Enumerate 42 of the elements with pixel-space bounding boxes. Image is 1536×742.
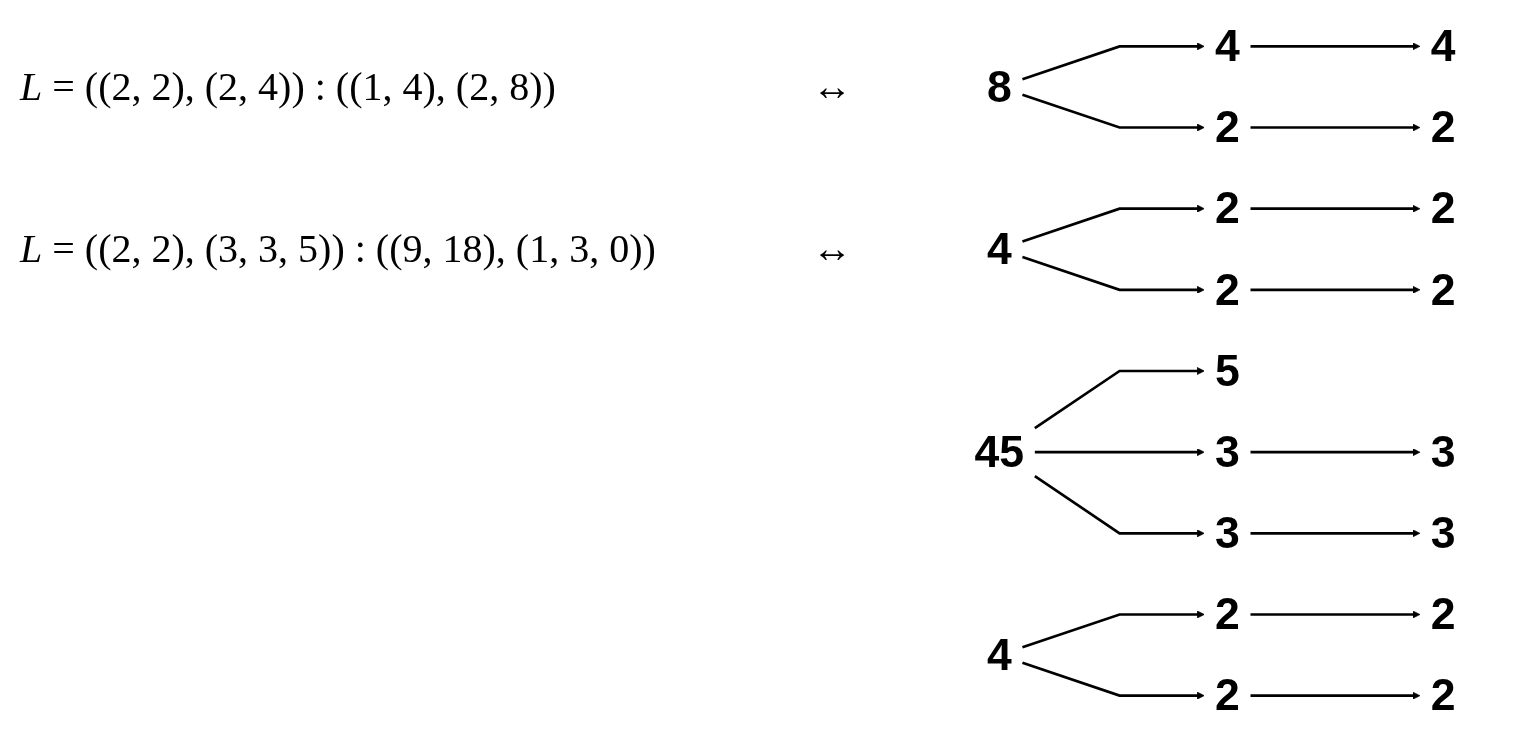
- arrow: [1022, 661, 1205, 700]
- node-text: 3: [1430, 507, 1456, 558]
- node-text: 2: [1430, 102, 1456, 153]
- node-text: 5: [1215, 345, 1240, 396]
- arrow: [1250, 529, 1421, 538]
- node-text: 2: [1215, 264, 1240, 315]
- node-text: 8: [986, 61, 1012, 112]
- node-text: 2: [1430, 264, 1456, 315]
- arrow: [1022, 204, 1205, 243]
- formula-text: L = ((2, 2), (3, 3, 5)) : ((9, 18), (1, 3, 0)): [20, 227, 656, 271]
- node-text: 2: [1215, 589, 1240, 639]
- node-text: 2: [1430, 589, 1456, 639]
- node-text: 3: [1215, 507, 1240, 558]
- node-text: 3: [1215, 426, 1240, 477]
- node-text: 4: [1215, 20, 1240, 71]
- arrow: [1034, 367, 1205, 430]
- formula-text: L = ((2, 2), (2, 4)) : ((1, 4), (2, 8)): [20, 65, 556, 109]
- node-text: 4: [986, 223, 1012, 274]
- node-text: 4: [986, 629, 1012, 680]
- arrow: [1034, 475, 1205, 538]
- double-arrow-symbol: ↔: [812, 227, 852, 271]
- arrow: [1022, 42, 1205, 81]
- node-text: 45: [974, 426, 1025, 477]
- double-arrow-symbol: ↔: [812, 65, 852, 109]
- arrow: [1022, 255, 1205, 294]
- node-text: 2: [1215, 183, 1240, 234]
- node-text: 2: [1215, 102, 1240, 153]
- arrow: [1034, 448, 1205, 457]
- node-text: 2: [1430, 670, 1456, 721]
- arrow: [1250, 691, 1421, 700]
- arrow: [1250, 123, 1421, 132]
- arrow: [1250, 42, 1421, 51]
- node-text: 4: [1430, 20, 1456, 71]
- arrow: [1250, 204, 1421, 213]
- node-text: 2: [1215, 670, 1240, 721]
- arrow: [1250, 285, 1421, 294]
- arrow: [1022, 610, 1205, 649]
- arrow: [1022, 93, 1205, 132]
- arrow: [1250, 610, 1421, 619]
- node-text: 2: [1430, 183, 1456, 234]
- arrow: [1250, 448, 1421, 457]
- node-text: 3: [1430, 426, 1456, 477]
